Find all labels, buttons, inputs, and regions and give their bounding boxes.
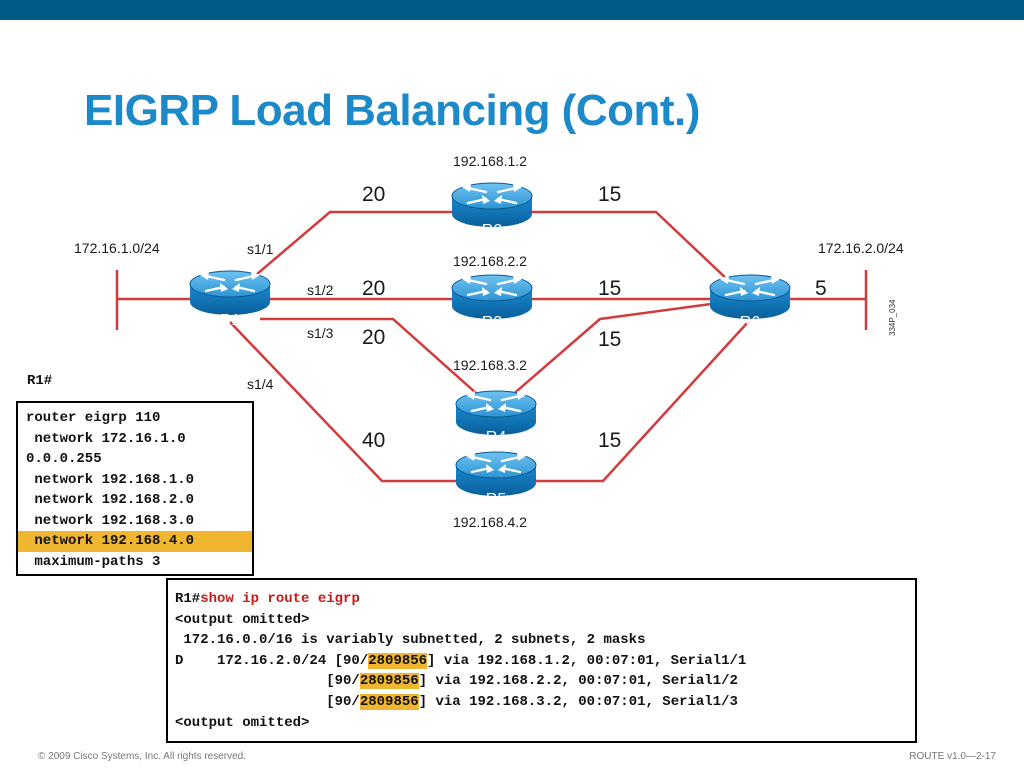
- metric-label-r4-r6: 15: [598, 328, 621, 351]
- output-omitted: <output omitted>: [175, 611, 310, 628]
- route-prefix: [90/: [175, 673, 360, 690]
- router-r3: R3: [450, 273, 534, 331]
- metric-label-r1-r4: 20: [362, 326, 385, 349]
- metric-label-r1-r3: 20: [362, 277, 385, 300]
- route-suffix: ] via 192.168.3.2, 00:07:01, Serial1/3: [418, 693, 738, 710]
- output-command: show ip route eigrp: [200, 591, 360, 607]
- interface-label-s1-1: s1/1: [247, 241, 274, 257]
- router-r4: R4: [454, 389, 538, 446]
- metric-label-r3-r6: 15: [598, 277, 621, 300]
- output-subnet-line: 172.16.0.0/16 is variably subnetted, 2 s…: [175, 632, 646, 649]
- route-entry: [90/2809856] via 192.168.2.2, 00:07:01, …: [168, 671, 915, 692]
- metric-label-r5-r6: 15: [598, 429, 621, 452]
- figure-id: 334P_034: [888, 299, 897, 336]
- config-line: network 172.16.1.0: [26, 430, 186, 447]
- top-bar: [0, 0, 1024, 20]
- router-label-r3: R3: [482, 314, 503, 331]
- router-label-r5: R5: [486, 491, 507, 508]
- ip-label-r5: 192.168.4.2: [453, 514, 527, 530]
- route-metric: 2809856: [359, 693, 419, 710]
- router-label-r6: R6: [740, 314, 761, 331]
- config-line-highlighted: network 192.168.4.0: [18, 531, 252, 552]
- route-suffix: ] via 192.168.1.2, 00:07:01, Serial1/1: [427, 652, 747, 669]
- slide-title: EIGRP Load Balancing (Cont.): [84, 86, 700, 135]
- metric-label-r1-r2: 20: [362, 183, 385, 206]
- config-line: maximum-paths 3: [26, 553, 161, 570]
- ip-label-r4: 192.168.3.2: [453, 357, 527, 373]
- link-r1-r4: [260, 317, 496, 411]
- ip-label-r2: 192.168.1.2: [453, 153, 527, 169]
- route-metric: 2809856: [359, 673, 419, 690]
- route-prefix: [90/: [175, 693, 360, 710]
- router-label-r4: R4: [486, 429, 507, 446]
- metric-label-r6-lan: 5: [815, 277, 827, 300]
- route-metric: 2809856: [368, 652, 428, 669]
- footer-copyright: © 2009 Cisco Systems, Inc. All rights re…: [38, 751, 247, 762]
- config-prompt: R1#: [27, 373, 53, 389]
- router-r5: R5: [454, 450, 538, 508]
- config-box: router eigrp 110 network 172.16.1.0 0.0.…: [16, 401, 254, 576]
- route-output-box: R1#show ip route eigrp <output omitted> …: [166, 578, 917, 743]
- network-diagram: R1 R2 R3 R4 R5 R6 172.16.1.0/24 172.16.2…: [74, 153, 904, 530]
- footer-course: ROUTE v1.0—2-17: [909, 751, 996, 762]
- interface-label-s1-4: s1/4: [247, 376, 274, 392]
- metric-label-r1-r5: 40: [362, 429, 385, 452]
- interface-label-s1-3: s1/3: [307, 325, 334, 341]
- router-label-r1: R1: [220, 312, 241, 329]
- config-line: router eigrp 110: [26, 410, 161, 426]
- router-r1: R1: [188, 269, 272, 329]
- link-r2-r6: [495, 210, 749, 300]
- config-line: network 192.168.2.0: [26, 492, 195, 508]
- output-command-line: R1#show ip route eigrp: [168, 589, 915, 610]
- route-entry: [90/2809856] via 192.168.3.2, 00:07:01, …: [168, 692, 915, 713]
- network-label-left: 172.16.1.0/24: [74, 240, 160, 256]
- config-line: network 192.168.1.0: [26, 471, 195, 488]
- metric-label-r2-r6: 15: [598, 183, 621, 206]
- route-suffix: ] via 192.168.2.2, 00:07:01, Serial1/2: [418, 673, 738, 690]
- interface-label-s1-2: s1/2: [307, 282, 334, 298]
- config-line: 0.0.0.255: [26, 451, 102, 467]
- config-line: network 192.168.3.0: [26, 512, 195, 529]
- output-omitted-end: <output omitted>: [175, 714, 310, 731]
- router-label-r2: R2: [482, 222, 503, 239]
- link-r1-r2: [249, 210, 495, 281]
- router-r2: R2: [450, 181, 534, 239]
- route-prefix: D 172.16.2.0/24 [90/: [175, 652, 369, 669]
- route-entry: D 172.16.2.0/24 [90/2809856] via 192.168…: [168, 651, 915, 672]
- network-label-right: 172.16.2.0/24: [818, 240, 904, 256]
- link-r4-r6: [494, 297, 749, 411]
- output-prompt: R1#: [175, 591, 201, 607]
- ip-label-r3: 192.168.2.2: [453, 253, 527, 269]
- router-r6: R6: [708, 273, 792, 331]
